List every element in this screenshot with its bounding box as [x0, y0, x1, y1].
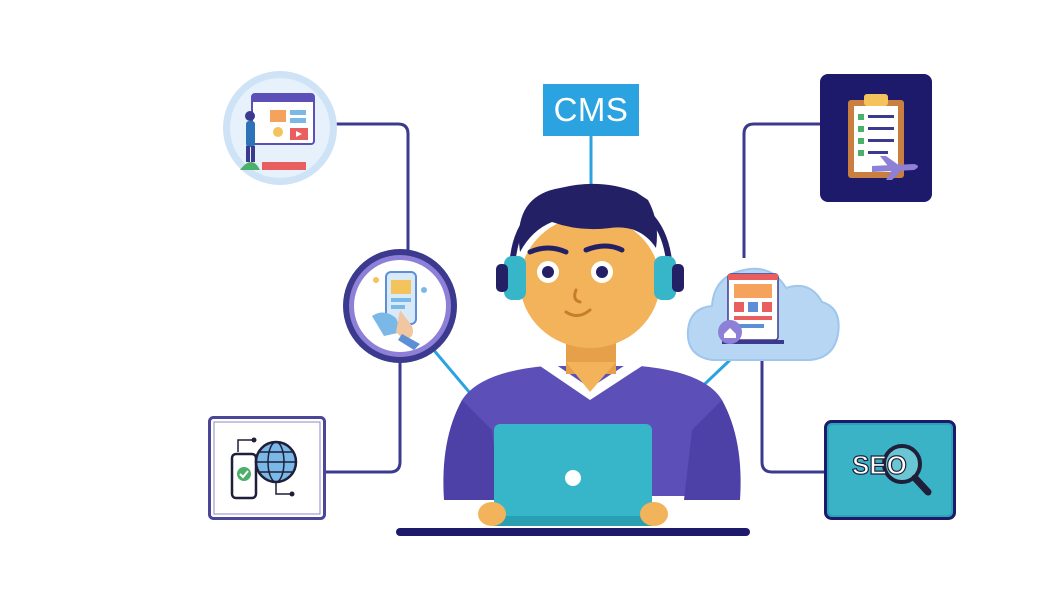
seo-icon: SEO	[824, 420, 956, 520]
hair	[518, 183, 657, 252]
checklist-icon	[820, 74, 932, 202]
seo-label: SEO	[852, 450, 907, 480]
collar	[540, 362, 642, 400]
connector-webdesign-phone	[336, 122, 410, 252]
connector-phone-mobileweb	[324, 360, 402, 474]
cms-label: CMS	[543, 84, 639, 136]
desk	[396, 528, 750, 536]
left-earcup	[504, 256, 526, 300]
web-design-icon	[223, 71, 337, 185]
right-earcup	[654, 256, 676, 300]
mobile-web-icon	[208, 416, 326, 520]
connector-checklist-cloud	[742, 122, 822, 258]
connector-cloud-seo	[760, 360, 826, 474]
cloud-website-icon	[686, 267, 840, 361]
face	[520, 216, 660, 348]
left-arm	[443, 400, 500, 500]
right-arm	[684, 400, 741, 500]
mobile-touch-icon	[343, 249, 457, 363]
